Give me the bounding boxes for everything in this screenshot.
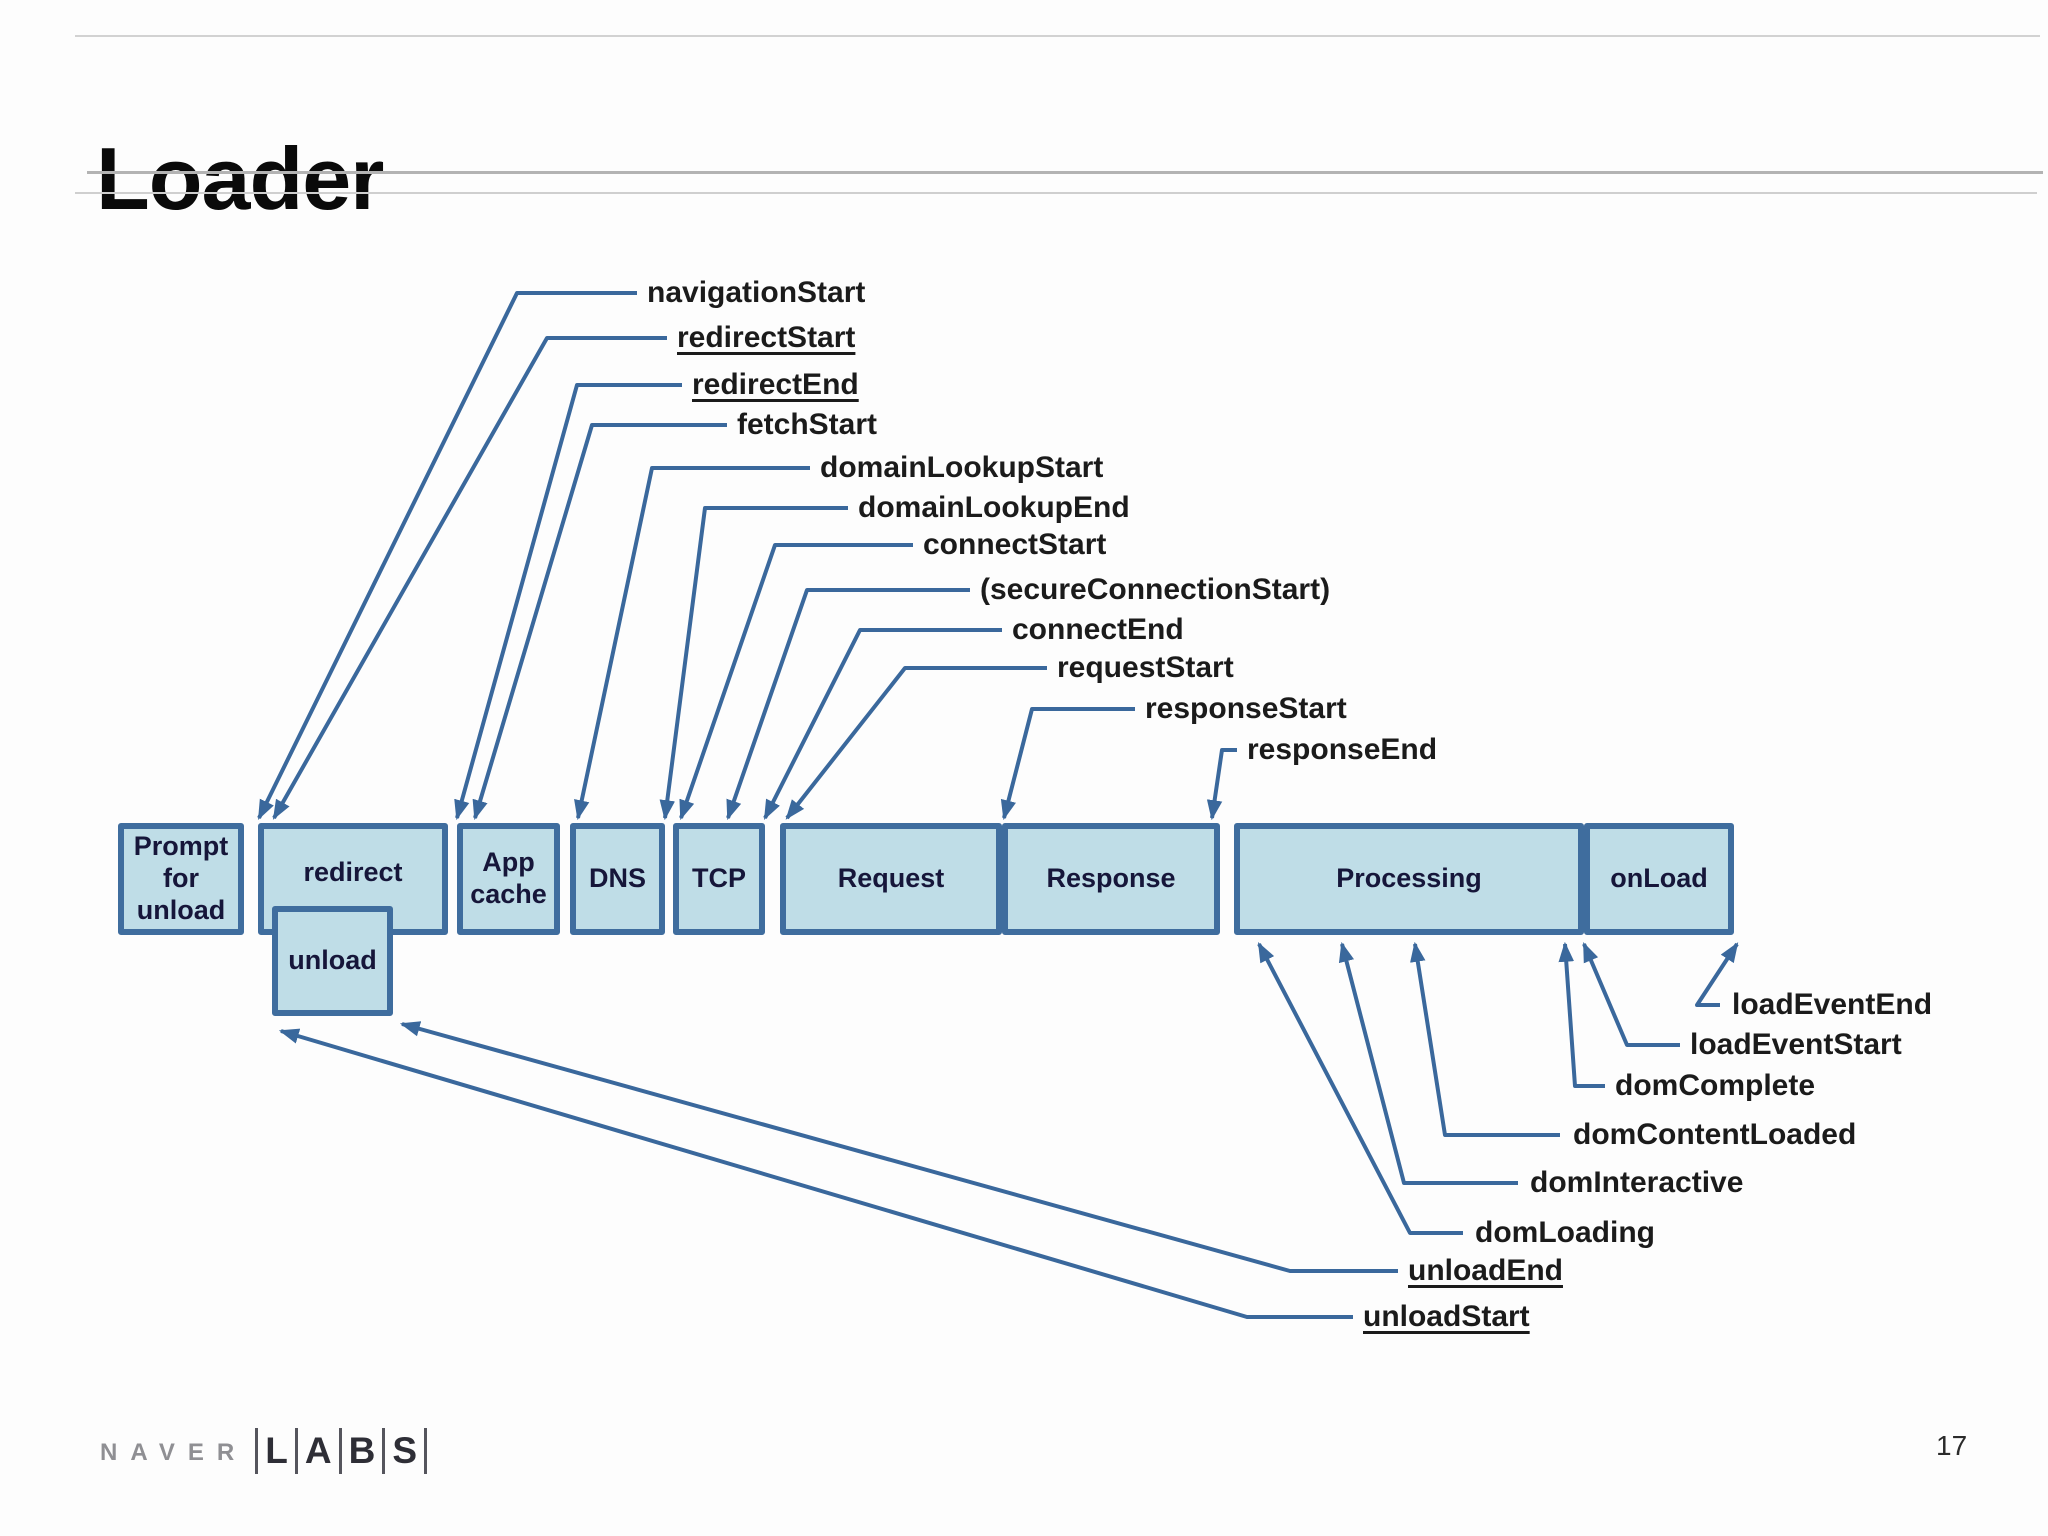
logo-divider-bar <box>382 1428 386 1474</box>
event-label-connectstart: connectStart <box>923 528 1107 561</box>
timeline-box-tcp: TCP <box>673 823 765 935</box>
box-label: Prompt for unload <box>133 831 229 925</box>
event-label-navigationstart: navigationStart <box>647 276 866 309</box>
event-label-domcontentloaded: domContentLoaded <box>1573 1118 1857 1151</box>
event-label-domainlookupstart: domainLookupStart <box>820 451 1104 484</box>
domcomplete-connector <box>1558 941 1605 1088</box>
box-label: Request <box>837 863 945 894</box>
dominteractive-connector <box>1338 941 1518 1185</box>
box-label: redirect <box>303 857 403 887</box>
event-label-redirectstart: redirectStart <box>677 321 856 354</box>
event-label-responsestart: responseStart <box>1145 692 1347 725</box>
page-title: Loader <box>96 128 384 228</box>
labs-letter: L <box>265 1430 288 1471</box>
timeline-box-dns: DNS <box>570 823 665 935</box>
timeline-box-request: Request <box>780 823 1002 935</box>
unloadend-connector <box>399 1021 1398 1273</box>
box-label: unload <box>288 945 377 976</box>
logo-divider-bar <box>255 1428 259 1474</box>
responseend-connector <box>1206 748 1237 821</box>
fetchstart-connector <box>472 423 727 821</box>
timeline-box-response: Response <box>1002 823 1220 935</box>
naver-labs-logo: NAVER L A B S <box>100 1428 427 1474</box>
labs-wordmark: L A B S <box>255 1428 427 1474</box>
timeline-box-onload: onLoad <box>1584 823 1734 935</box>
domainlookupstart-connector <box>574 466 810 821</box>
event-label-redirectend: redirectEnd <box>692 368 859 401</box>
connectstart-connector <box>679 543 913 821</box>
logo-divider-bar <box>424 1428 427 1474</box>
box-label: DNS <box>588 863 646 894</box>
box-label: Response <box>1046 863 1176 894</box>
timeline-box-prompt-for-unload: Prompt for unload <box>118 823 244 935</box>
domloading-connector <box>1257 942 1463 1235</box>
labs-letter: S <box>392 1430 417 1471</box>
redirectstart-connector <box>272 336 667 820</box>
title-rule-lower <box>75 192 2037 194</box>
secureconnectionstart-connector <box>726 588 970 821</box>
event-label-requeststart: requestStart <box>1057 651 1234 684</box>
timeline-box-unload: unload <box>272 906 393 1016</box>
event-label-domainlookupend: domainLookupEnd <box>858 491 1130 524</box>
event-label-dominteractive: domInteractive <box>1530 1166 1744 1199</box>
event-label-domcomplete: domComplete <box>1615 1069 1816 1102</box>
domcontentloaded-connector <box>1410 941 1560 1137</box>
event-label-secureconnectionstart: (secureConnectionStart) <box>980 573 1331 606</box>
navigationstart-connector <box>257 291 637 820</box>
logo-divider-bar <box>338 1428 342 1474</box>
box-label: Processing <box>1336 863 1482 894</box>
timeline-box-processing: Processing <box>1234 823 1584 935</box>
event-label-loadeventstart: loadEventStart <box>1690 1028 1902 1061</box>
requeststart-connector <box>785 666 1047 820</box>
page-number: 17 <box>1936 1430 1968 1461</box>
loadeventstart-connector <box>1582 941 1680 1047</box>
unloadstart-connector <box>278 1028 1353 1319</box>
event-label-connectend: connectEnd <box>1012 613 1184 646</box>
title-rule-upper <box>87 171 2043 174</box>
labs-letter: B <box>348 1430 376 1471</box>
timeline-box-app-cache: App cache <box>457 823 560 935</box>
top-rule <box>75 35 2040 37</box>
event-label-unloadstart: unloadStart <box>1363 1300 1530 1333</box>
box-label: App cache <box>470 847 547 909</box>
responsestart-connector <box>1000 707 1135 821</box>
event-label-domloading: domLoading <box>1475 1216 1655 1249</box>
connectend-connector <box>763 628 1002 820</box>
event-label-fetchstart: fetchStart <box>737 408 878 441</box>
event-label-unloadend: unloadEnd <box>1408 1254 1563 1287</box>
loadeventend-connector <box>1695 942 1739 1007</box>
domainlookupend-connector <box>659 506 848 821</box>
event-label-responseend: responseEnd <box>1247 733 1438 766</box>
redirectend-connector <box>454 383 682 821</box>
box-label: TCP <box>692 863 746 894</box>
labs-letter: A <box>304 1430 332 1471</box>
logo-divider-bar <box>294 1428 298 1474</box>
event-label-loadeventend: loadEventEnd <box>1732 988 1933 1021</box>
box-label: onLoad <box>1610 863 1708 894</box>
naver-wordmark: NAVER <box>100 1439 248 1466</box>
